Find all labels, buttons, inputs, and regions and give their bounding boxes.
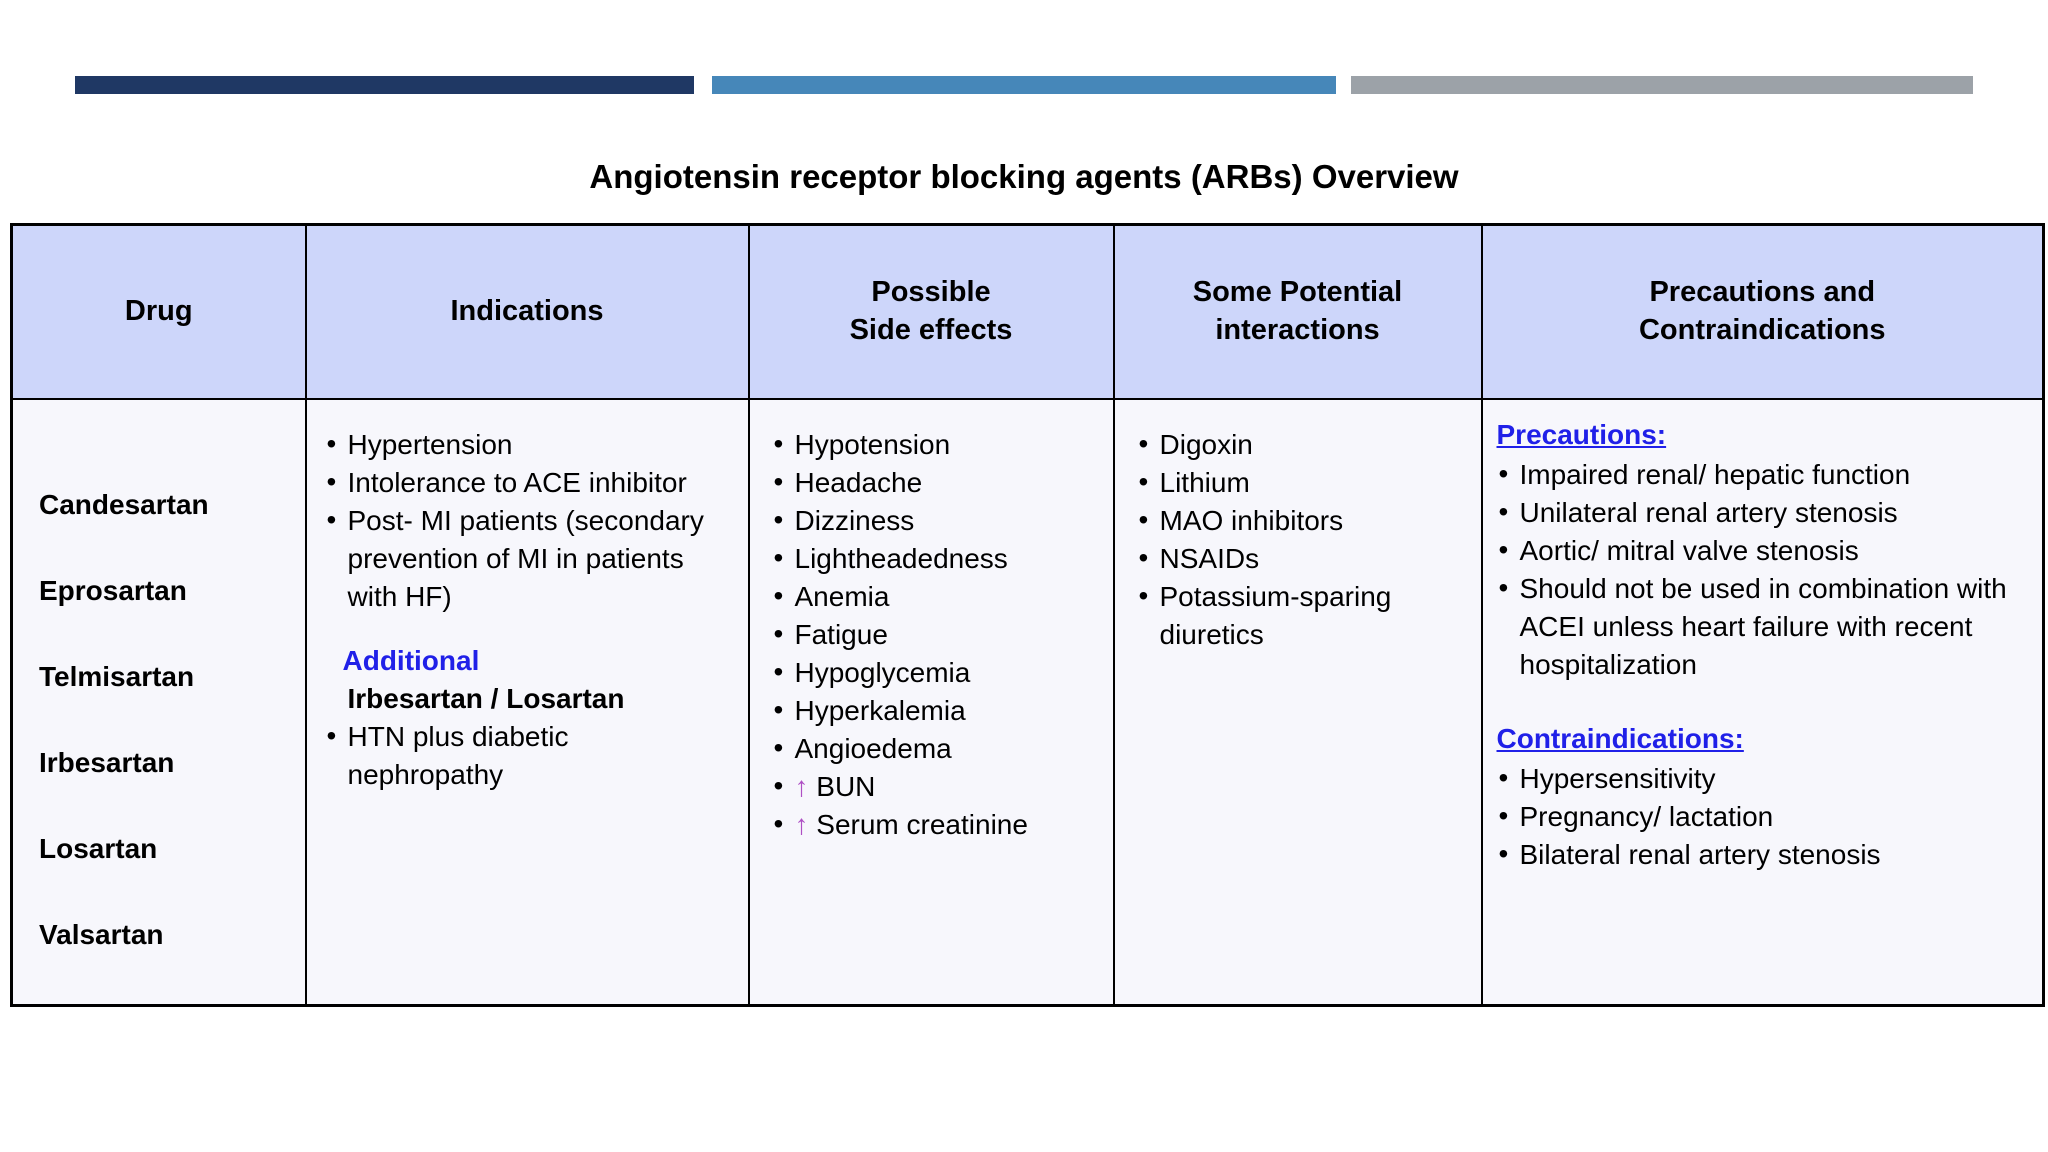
list-item: Unilateral renal artery stenosis xyxy=(1495,493,2031,532)
list-item: HTN plus diabetic nephropathy xyxy=(323,717,732,794)
drug-name: Irbesartan xyxy=(39,746,175,778)
side-effect-text: Anemia xyxy=(794,580,890,612)
list-item: Hypotension xyxy=(770,424,1105,464)
list-item: Intolerance to ACE inhibitor xyxy=(323,463,732,502)
drug-name: Telmisartan xyxy=(39,660,195,692)
list-item: Impaired renal/ hepatic function xyxy=(1495,455,2031,494)
side-effect-text: Lightheadedness xyxy=(794,542,1008,574)
precautions-block: Precautions: Impaired renal/ hepatic fun… xyxy=(1495,416,2031,685)
side-effect-text: Fatigue xyxy=(794,618,888,650)
additional-label: Additional xyxy=(342,644,480,676)
col-header-side-effects: Possible Side effects xyxy=(747,223,1115,400)
drug-name: Eprosartan xyxy=(39,574,187,606)
interactions-list: Digoxin Lithium MAO inhibitors NSAIDs Po… xyxy=(1135,424,1473,654)
contraindications-list: Hypersensitivity Pregnancy/ lactation Bi… xyxy=(1495,759,2031,874)
side-effect-text: BUN xyxy=(816,771,876,803)
precautions-list: Impaired renal/ hepatic function Unilate… xyxy=(1495,455,2031,684)
side-effect-text: Hypotension xyxy=(794,428,951,460)
list-item: Hypertension xyxy=(323,424,732,464)
accent-bar-navy xyxy=(75,76,694,94)
side-effect-text: Angioedema xyxy=(794,733,952,765)
drug-name: Candesartan xyxy=(39,488,209,520)
list-item: Angioedema xyxy=(770,729,1105,768)
precautions-heading: Precautions: xyxy=(1496,418,1667,450)
list-item: Anemia xyxy=(770,577,1105,616)
list-item: Potassium-sparing diuretics xyxy=(1135,577,1473,654)
additional-indications-list: HTN plus diabetic nephropathy xyxy=(323,717,732,794)
col-header-precautions: Precautions and Contraindications xyxy=(1480,223,2045,400)
up-arrow-icon: ↑ xyxy=(794,809,817,841)
list-item: Aortic/ mitral valve stenosis xyxy=(1495,531,2031,570)
list-item: Hyperkalemia xyxy=(770,691,1105,730)
list-item: MAO inhibitors xyxy=(1135,501,1473,540)
list-item: Hypersensitivity xyxy=(1495,759,2031,798)
contraindications-heading: Contraindications: xyxy=(1496,723,1744,755)
list-item: ↑ Serum creatinine xyxy=(770,805,1105,844)
list-item: Fatigue xyxy=(770,615,1105,654)
drug-cell: Candesartan Eprosartan Telmisartan Irbes… xyxy=(10,397,307,1007)
table-body-row: Candesartan Eprosartan Telmisartan Irbes… xyxy=(10,397,2045,1007)
drug-name: Valsartan xyxy=(39,918,164,950)
indications-cell: Hypertension Intolerance to ACE inhibito… xyxy=(304,397,750,1007)
side-effects-cell: Hypotension Headache Dizziness Lighthead… xyxy=(747,397,1115,1007)
page-title: Angiotensin receptor blocking agents (AR… xyxy=(589,158,1459,195)
list-item: Hypoglycemia xyxy=(770,653,1105,692)
list-item: Pregnancy/ lactation xyxy=(1495,797,2031,836)
list-item: Should not be used in combination with A… xyxy=(1495,569,2031,684)
side-effect-text: Serum creatinine xyxy=(816,809,1028,841)
list-item: Bilateral renal artery stenosis xyxy=(1495,835,2031,874)
list-item: Lightheadedness xyxy=(770,539,1105,578)
arb-overview-table: Drug Indications Possible Side effects S… xyxy=(10,223,2045,1007)
col-header-drug: Drug xyxy=(10,223,307,400)
list-item: NSAIDs xyxy=(1135,539,1473,578)
side-effect-text: Hypoglycemia xyxy=(794,656,971,688)
side-effect-text: Headache xyxy=(794,466,923,498)
contraindications-block: Contraindications: Hypersensitivity Preg… xyxy=(1495,720,2031,874)
list-item: ↑ BUN xyxy=(770,767,1105,806)
col-header-interactions: Some Potential interactions xyxy=(1112,223,1483,400)
list-item: Lithium xyxy=(1135,463,1473,502)
table-header-row: Drug Indications Possible Side effects S… xyxy=(10,223,2045,400)
list-item: Headache xyxy=(770,463,1105,502)
indications-list: Hypertension Intolerance to ACE inhibito… xyxy=(323,424,732,616)
side-effect-text: Hyperkalemia xyxy=(794,695,966,727)
side-effect-text: Dizziness xyxy=(794,504,915,536)
col-header-indications: Indications xyxy=(304,223,750,400)
precautions-cell: Precautions: Impaired renal/ hepatic fun… xyxy=(1480,397,2045,1007)
list-item: Dizziness xyxy=(770,501,1105,540)
accent-bar-gray xyxy=(1351,76,1973,94)
additional-drugs: Irbesartan / Losartan xyxy=(347,682,625,714)
list-item: Digoxin xyxy=(1135,424,1473,464)
accent-bar-blue xyxy=(712,76,1336,94)
side-effects-list: Hypotension Headache Dizziness Lighthead… xyxy=(770,424,1105,845)
interactions-cell: Digoxin Lithium MAO inhibitors NSAIDs Po… xyxy=(1112,397,1483,1007)
drug-name: Losartan xyxy=(39,832,158,864)
list-item: Post- MI patients (secondary prevention … xyxy=(323,501,732,616)
up-arrow-icon: ↑ xyxy=(794,771,817,803)
